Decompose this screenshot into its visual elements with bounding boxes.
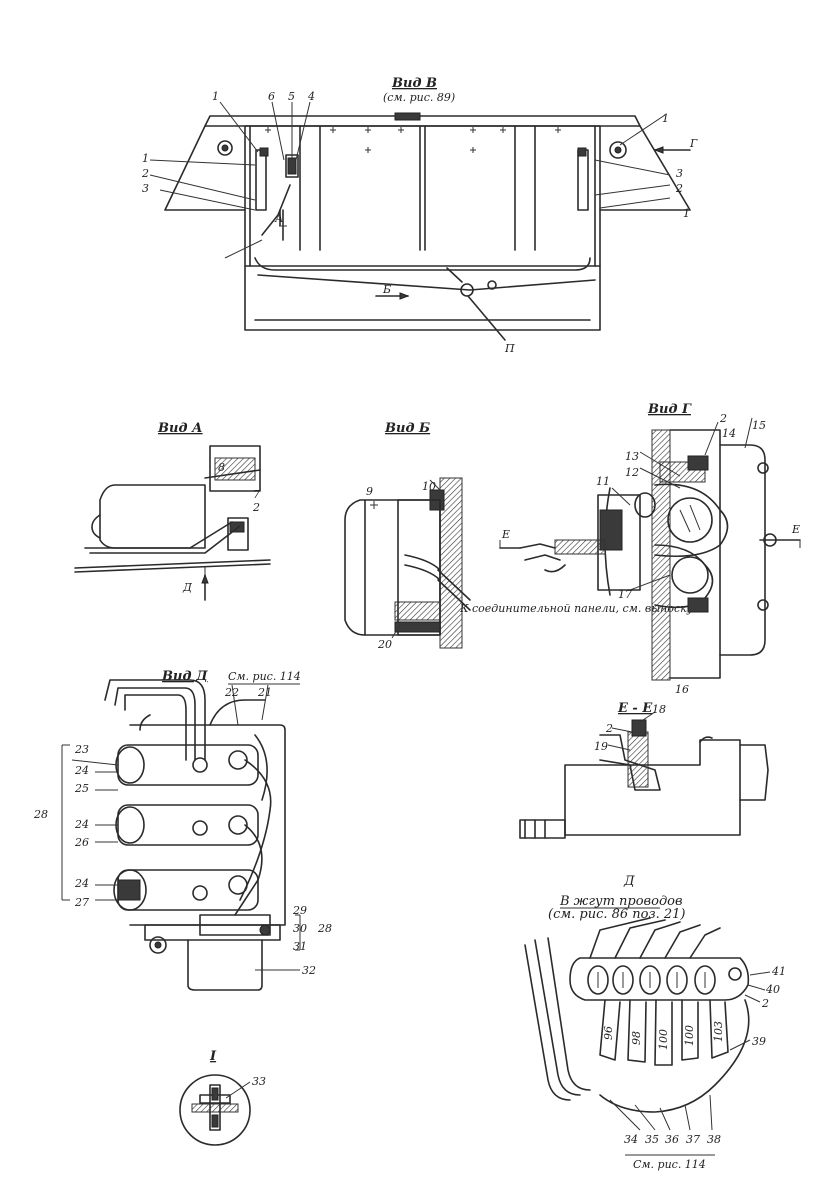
harness-callout-40: 40 xyxy=(765,983,780,996)
callout-p: П xyxy=(504,342,515,355)
detail-i-title: I xyxy=(209,1049,217,1064)
detail-i: I 33 xyxy=(179,1049,266,1146)
harness-callout-34: 34 xyxy=(624,1133,638,1146)
wire-tag-96: 96 xyxy=(602,1026,615,1040)
view-d-ref: См. рис. 114 xyxy=(228,670,301,683)
view-g-callout-14: 14 xyxy=(722,427,736,440)
wire-tag-98: 98 xyxy=(630,1031,643,1045)
arrow-letter-d: Д xyxy=(182,581,193,594)
harness-callout-36: 36 xyxy=(665,1133,679,1146)
view-g-callout-17: 17 xyxy=(618,588,632,601)
harness-bottom-ref: См. рис. 114 xyxy=(633,1158,706,1171)
view-d-callout-26: 26 xyxy=(74,836,89,849)
callout-top-5: 5 xyxy=(288,90,295,103)
ee-callout-2: 2 xyxy=(605,722,613,735)
view-d-callout-21: 21 xyxy=(257,686,272,699)
view-d-title: Вид Д xyxy=(161,669,208,684)
wire-tag-103: 103 xyxy=(712,1021,725,1042)
callout-top-1b: 1 xyxy=(142,152,149,165)
view-b-callout-10: 10 xyxy=(422,480,436,493)
view-d-callout-28: 28 xyxy=(33,808,48,821)
view-a: Вид А 8 7 2 Д xyxy=(74,421,271,601)
view-g-callout-11: 11 xyxy=(596,475,610,488)
callout-top-right-2: 2 xyxy=(675,182,683,195)
callout-top-right-3: 3 xyxy=(676,167,683,180)
ee-callout-19: 19 xyxy=(594,740,608,753)
ee-callout-18: 18 xyxy=(652,703,666,716)
view-b-callout-9: 9 xyxy=(366,485,373,498)
harness-note-1: В жгут проводов xyxy=(559,894,683,909)
ee-letter-d: Д xyxy=(623,874,635,889)
view-d-callout-24a: 24 xyxy=(74,764,89,777)
harness-callout-37: 37 xyxy=(686,1133,700,1146)
callout-top-1: 1 xyxy=(212,90,219,103)
callout-top-right-1b: 1 xyxy=(683,207,690,220)
view-a-callout-2: 2 xyxy=(252,501,260,514)
callout-top-2: 2 xyxy=(141,167,149,180)
view-d: Вид Д См. рис. 114 xyxy=(33,669,332,991)
view-d-callout-30: 30 xyxy=(293,922,307,935)
harness-callout-38: 38 xyxy=(707,1133,721,1146)
wire-tag-100a: 100 xyxy=(657,1029,670,1050)
view-v-subtitle: (см. рис. 89) xyxy=(383,91,455,104)
wire-tag-100b: 100 xyxy=(683,1025,696,1046)
view-g-title: Вид Г xyxy=(647,402,692,417)
section-letter-e-left: Е xyxy=(501,528,510,541)
arrow-letter-a: А xyxy=(274,212,283,225)
harness-note-2: (см. рис. 86 поз. 21) xyxy=(548,907,685,922)
view-d-callout-27: 27 xyxy=(74,896,89,909)
view-v-title: Вид В xyxy=(391,76,437,91)
connector-note: К соединительной панели, см. выноску П xyxy=(459,602,707,615)
view-d-callout-25: 25 xyxy=(74,782,89,795)
view-v-assembly: Вид В (см. рис. 89) xyxy=(141,76,698,355)
view-g-callout-12: 12 xyxy=(625,466,639,479)
callout-top-4: 4 xyxy=(307,90,315,103)
connector-note-line1: К соединительной панели, см. выноску П xyxy=(459,602,707,615)
harness-callout-39: 39 xyxy=(752,1035,766,1048)
view-d-callout-29: 29 xyxy=(292,904,307,917)
section-ee: Е - Е 2 18 19 Д xyxy=(519,701,769,889)
view-g-callout-2: 2 xyxy=(719,412,727,425)
callout-top-6: 6 xyxy=(268,90,275,103)
callout-top-3: 3 xyxy=(142,182,149,195)
view-a-callout-7: 7 xyxy=(253,488,260,501)
harness-callout-35: 35 xyxy=(645,1133,659,1146)
view-d-callout-32: 32 xyxy=(302,964,316,977)
view-d-callout-31: 31 xyxy=(293,940,307,953)
view-b-callout-20: 20 xyxy=(377,638,392,651)
arrow-letter-g: Г xyxy=(689,137,698,150)
view-b: Вид Б 9 10 20 К соединительной панели, с… xyxy=(344,421,707,651)
view-d-callout-24c: 24 xyxy=(74,877,89,890)
arrow-letter-b: Б xyxy=(382,283,391,296)
view-a-title: Вид А xyxy=(157,421,203,436)
view-d-callout-22: 22 xyxy=(224,686,239,699)
harness-detail: В жгут проводов (см. рис. 86 поз. 21) 96 xyxy=(524,894,786,1171)
section-letter-e-right: Е xyxy=(791,523,800,536)
view-g-callout-15: 15 xyxy=(752,419,766,432)
view-d-callout-23: 23 xyxy=(74,743,89,756)
view-d-callout-28b: 28 xyxy=(317,922,332,935)
view-a-callout-8: 8 xyxy=(218,461,225,474)
detail-callout-33: 33 xyxy=(252,1075,266,1088)
view-g-callout-13: 13 xyxy=(625,450,639,463)
callout-top-right-1: 1 xyxy=(662,112,669,125)
view-g: Вид Г 2 14 15 13 12 11 17 16 Е Е xyxy=(499,402,801,696)
view-d-callout-24b: 24 xyxy=(74,818,89,831)
harness-callout-41: 41 xyxy=(771,965,786,978)
view-g-callout-16: 16 xyxy=(675,683,689,696)
harness-callout-2: 2 xyxy=(761,997,769,1010)
view-b-title: Вид Б xyxy=(384,421,430,436)
section-ee-title: Е - Е xyxy=(617,701,653,716)
